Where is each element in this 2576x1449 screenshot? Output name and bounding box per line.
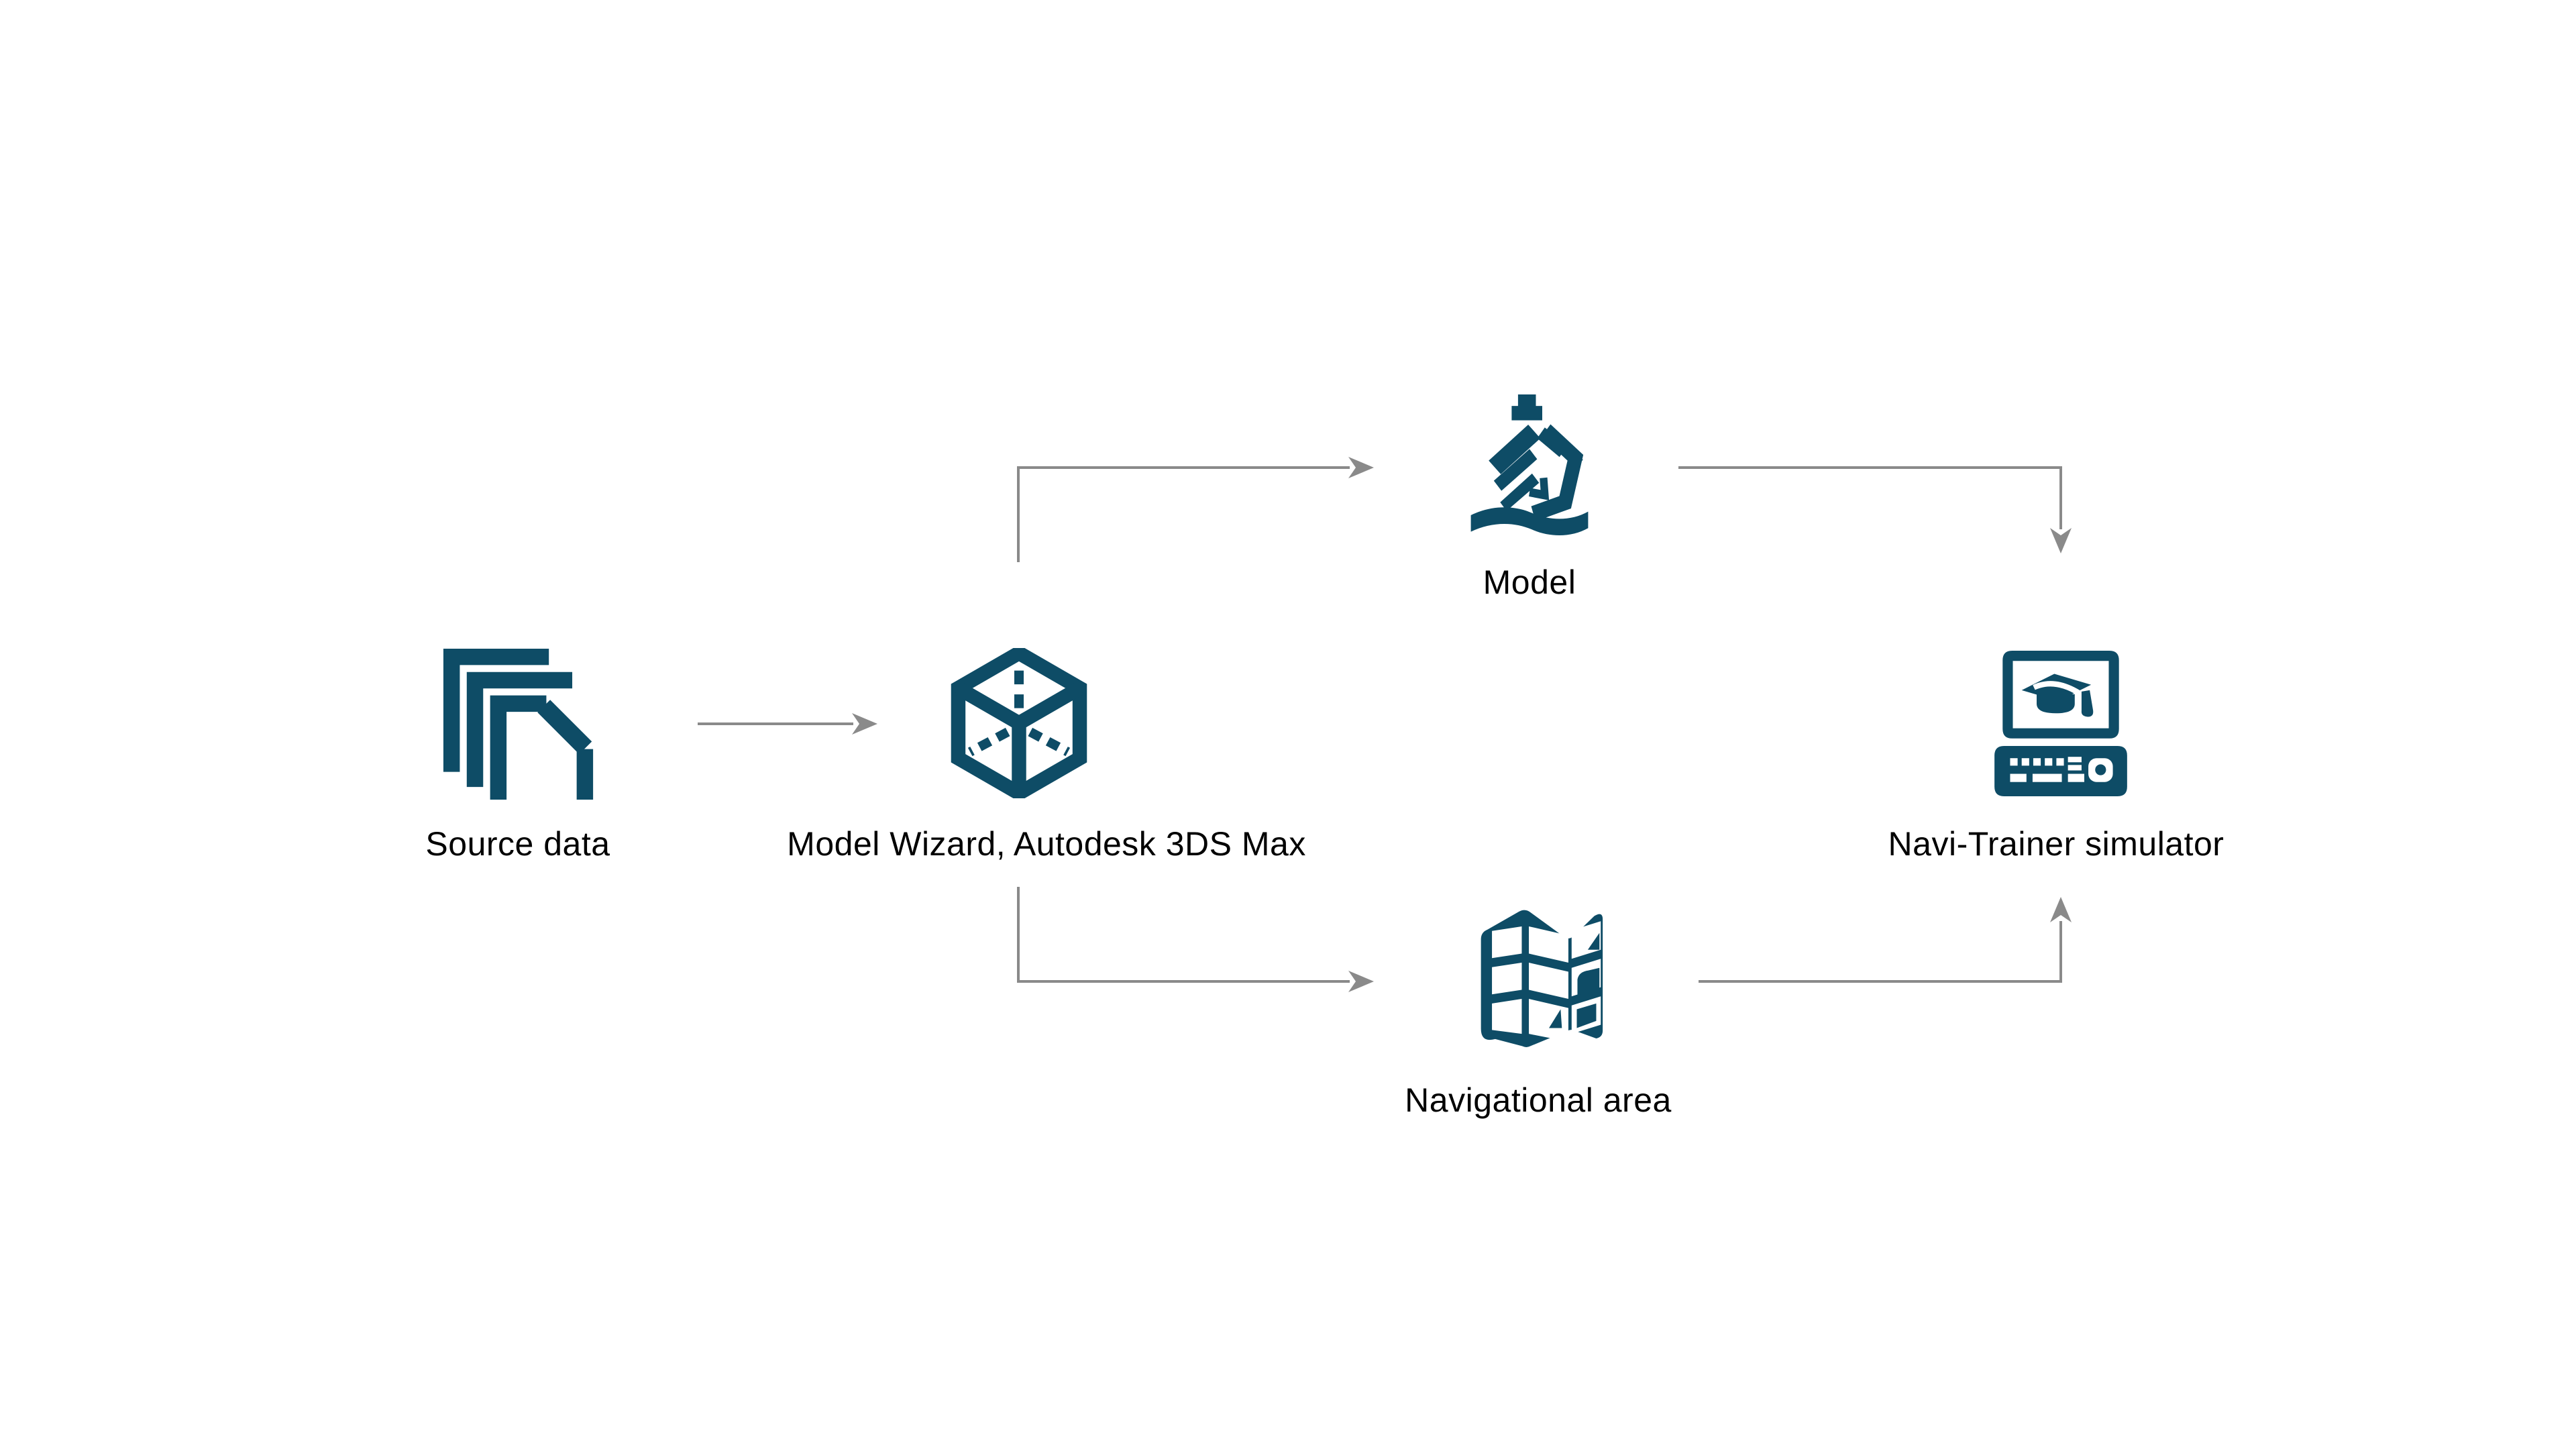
training-computer-icon [1994, 651, 2127, 796]
node-label: Source data [425, 825, 610, 863]
edge-source-data-to-model-wizard [698, 713, 877, 735]
edge-navigational-area-to-navi-trainer [1699, 897, 2072, 983]
edge-model-to-navi-trainer [1678, 466, 2072, 553]
node-label: Model Wizard, Autodesk 3DS Max [787, 825, 1306, 863]
ship-icon [1470, 394, 1589, 536]
folded-map-icon [1481, 910, 1603, 1047]
cube-3d-icon [951, 648, 1087, 798]
node-label: Model [1483, 564, 1576, 601]
node-label: Navi-Trainer simulator [1888, 825, 2224, 863]
node-label: Navigational area [1405, 1081, 1672, 1119]
edge-model-wizard-to-model [1017, 457, 1374, 562]
arrowhead-icon [2050, 528, 2072, 553]
edge-model-wizard-to-navigational-area [1017, 887, 1374, 992]
arrowhead-icon [1348, 457, 1374, 478]
arrowhead-icon [1348, 971, 1374, 992]
documents-icon [443, 648, 594, 800]
arrowhead-icon [2050, 897, 2072, 922]
arrowhead-icon [852, 713, 877, 735]
